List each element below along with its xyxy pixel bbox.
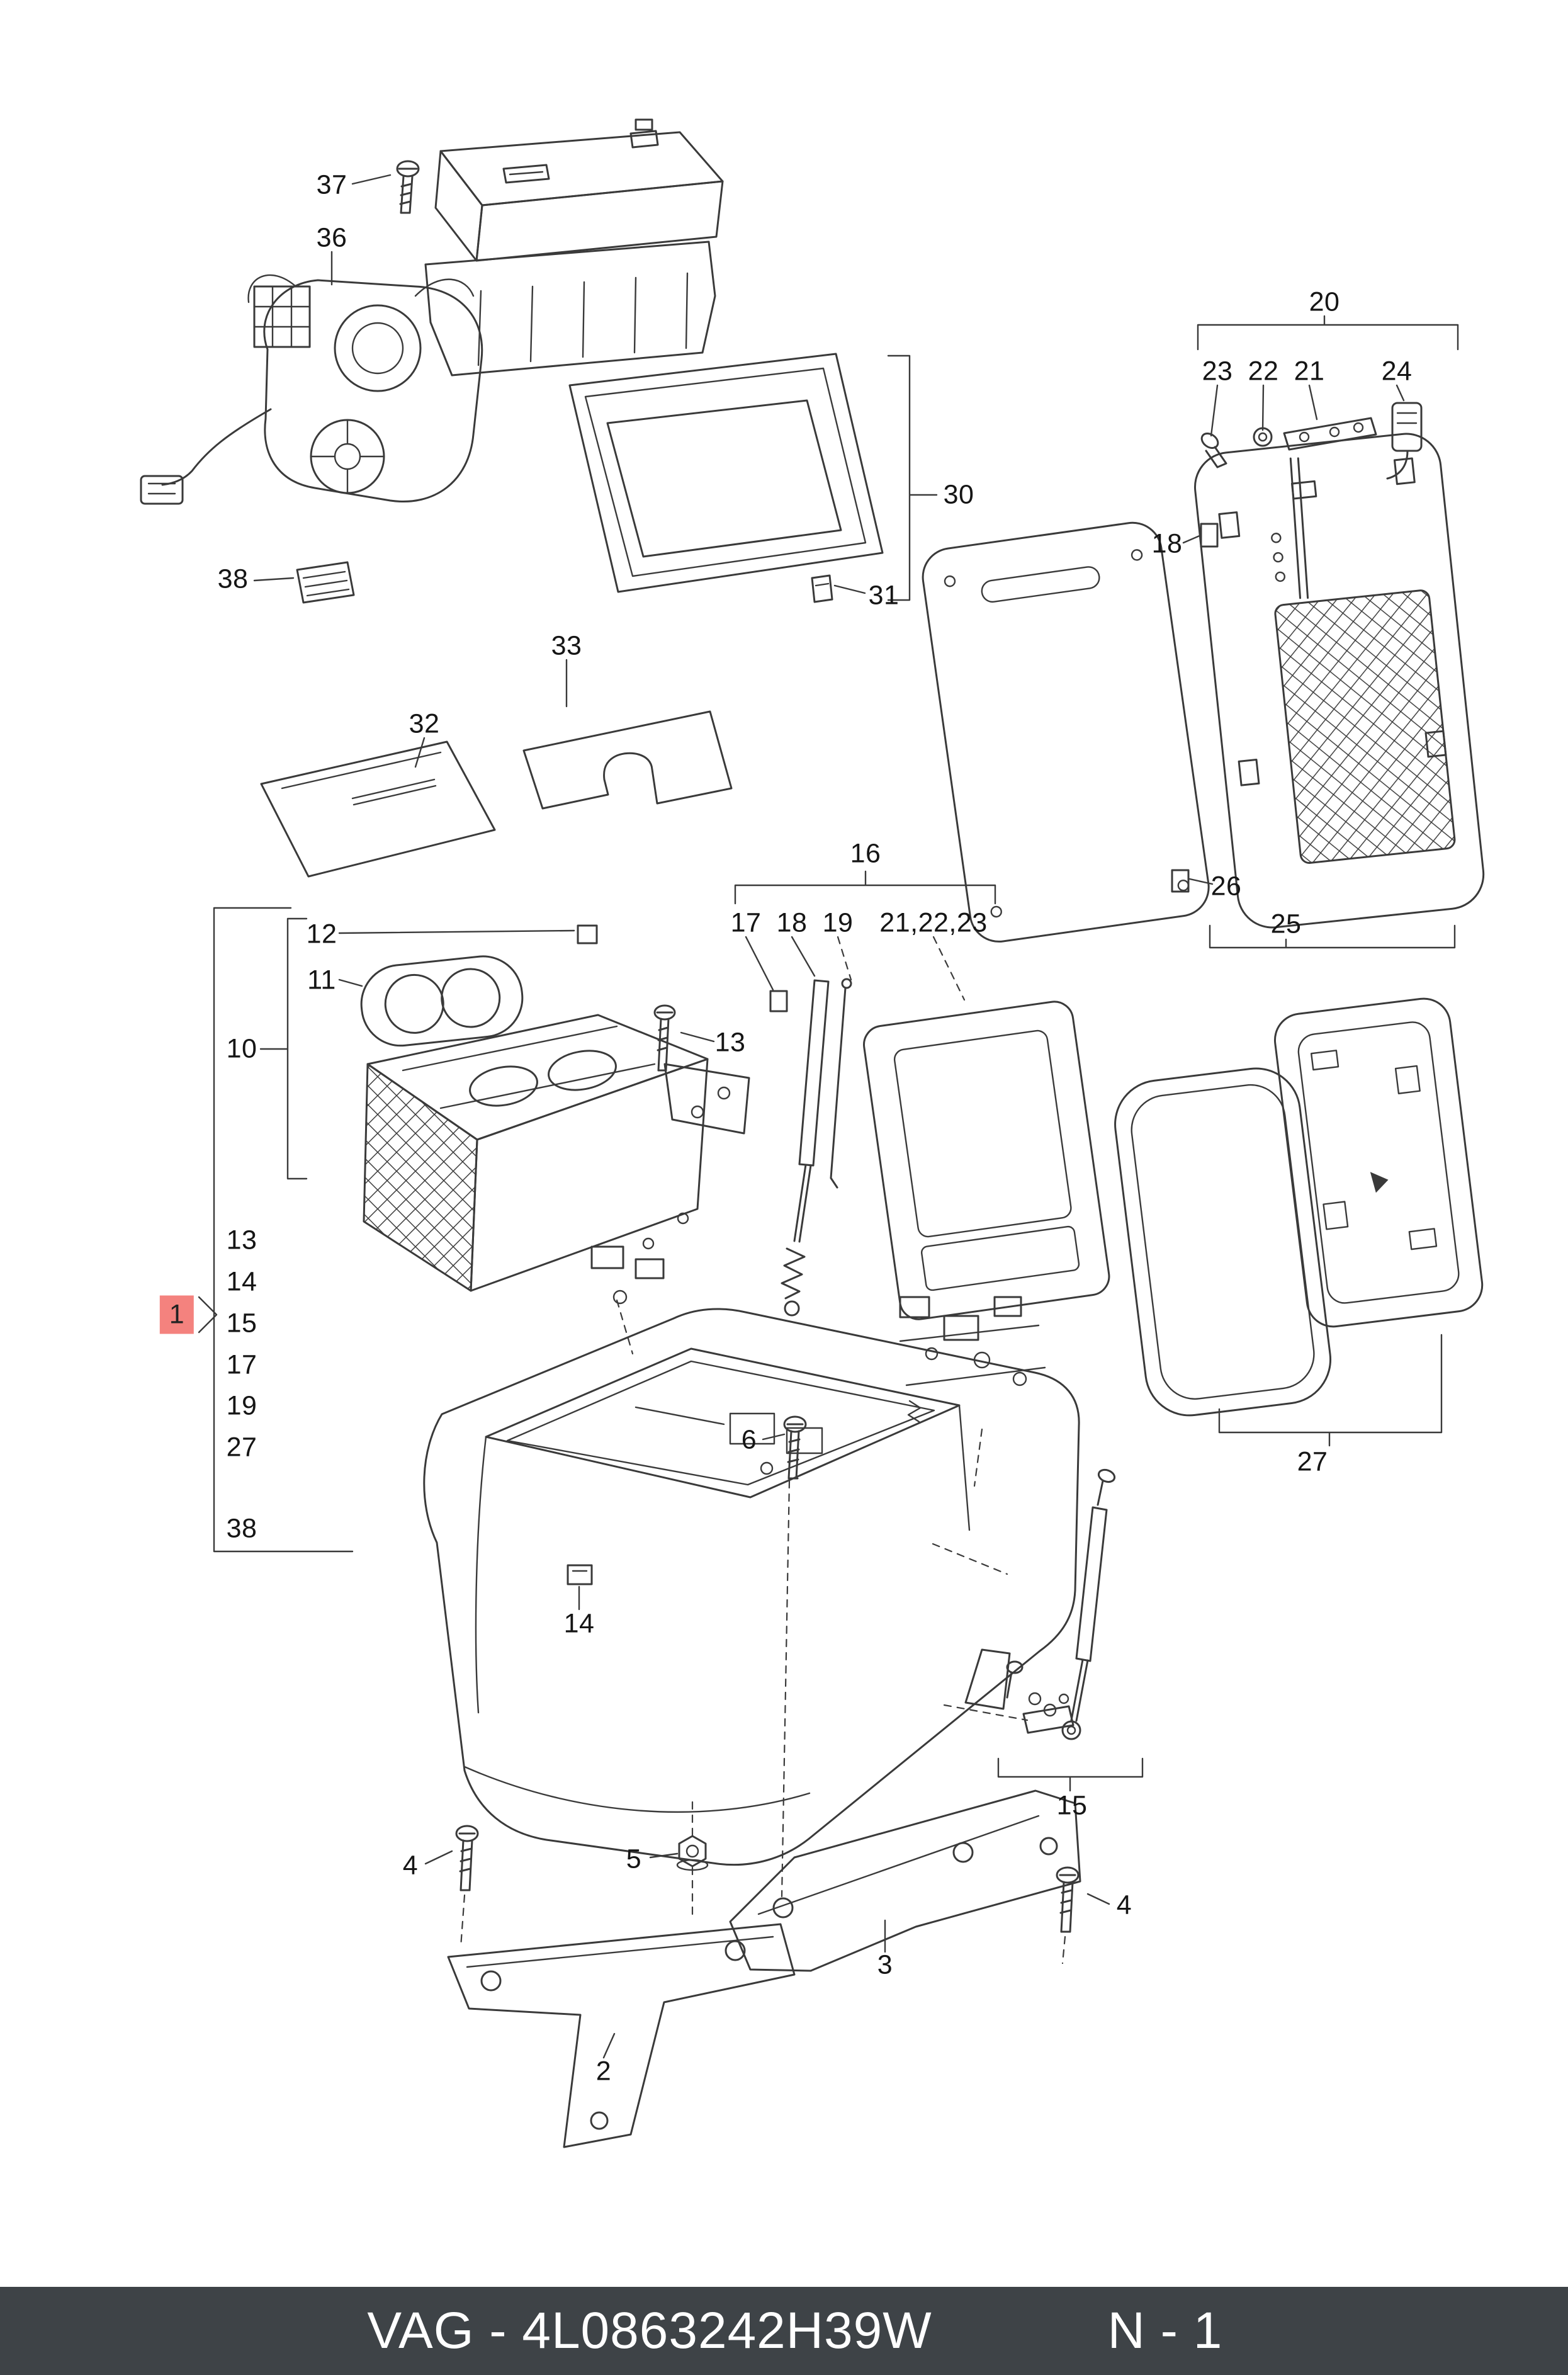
part-clip-14 [567, 1564, 593, 1585]
part-clip-31 [811, 574, 833, 603]
callout-21-22-23: 21,22,23 [879, 907, 988, 938]
callout-19: 19 [226, 1390, 257, 1421]
part-cover-38 [296, 561, 355, 604]
callout-30: 30 [943, 479, 974, 510]
callout-1-highlight: 1 [159, 1295, 195, 1334]
part-screw-13 [653, 1004, 676, 1072]
callout-38: 38 [226, 1513, 257, 1544]
callout-5: 5 [626, 1844, 642, 1874]
callout-37: 37 [316, 169, 347, 200]
callout-20: 20 [1309, 286, 1340, 317]
callout-25: 25 [1270, 909, 1302, 939]
callout-12: 12 [306, 919, 337, 949]
callout-15: 15 [226, 1308, 257, 1339]
callout-4: 4 [1116, 1890, 1132, 1920]
callout-3: 3 [877, 1949, 893, 1980]
callout-13: 13 [226, 1225, 257, 1256]
part-clip-12 [577, 924, 598, 944]
callout-18: 18 [1151, 528, 1183, 559]
part-screw-37 [396, 160, 420, 214]
part-backrest-frame-20 [1193, 433, 1485, 929]
callout-13: 13 [714, 1027, 746, 1058]
part-connector-24 [1386, 402, 1423, 480]
page-number: N - 1 [1107, 2302, 1223, 2359]
callout-33: 33 [551, 630, 582, 661]
part-cupholder-assembly [363, 1014, 750, 1305]
callout-38: 38 [217, 564, 249, 594]
callout-16: 16 [850, 838, 881, 869]
part-armrest-frame [863, 1000, 1110, 1423]
callout-24: 24 [1381, 356, 1413, 387]
catalog-code: VAG - 4L0863242H39W [367, 2302, 932, 2359]
callout-10: 10 [226, 1033, 257, 1064]
callout-27: 27 [226, 1432, 257, 1463]
callout-17: 17 [226, 1349, 257, 1380]
callout-15: 15 [1056, 1790, 1088, 1821]
callout-22: 22 [1248, 356, 1279, 387]
callout-11: 11 [307, 965, 336, 995]
hidden-lines [460, 936, 1066, 1964]
part-screw-6 [783, 1415, 807, 1480]
callout-2: 2 [595, 2056, 612, 2087]
part-screw-23 [1200, 433, 1227, 468]
callout-32: 32 [409, 708, 440, 739]
callout-14: 14 [563, 1608, 595, 1639]
part-armrest-lid-27 [1114, 997, 1484, 1417]
leader-lines [198, 174, 1459, 2059]
part-cupholder-insert-11 [360, 955, 524, 1047]
part-hinge-rail-21 [1283, 417, 1377, 451]
part-bolt-4-right [1056, 1866, 1080, 1933]
callout-6: 6 [741, 1424, 757, 1455]
callout-23: 23 [1202, 356, 1233, 387]
callout-36: 36 [316, 222, 347, 253]
part-tray-32 [260, 740, 496, 878]
callout-31: 31 [868, 580, 900, 611]
part-cooler-box [424, 118, 724, 377]
part-storage-bin-30 [568, 353, 884, 593]
part-bracket-plate-33 [522, 710, 733, 810]
part-base-bracket-3 [729, 1789, 1081, 1972]
part-base-bracket-2 [447, 1923, 796, 2148]
part-cooling-unit-36 [140, 274, 483, 505]
callout-19: 19 [822, 907, 854, 938]
callout-14: 14 [226, 1266, 257, 1297]
part-gas-strut-15 [1006, 1468, 1116, 1740]
callout-27: 27 [1297, 1446, 1328, 1477]
part-bolt-4-left [455, 1825, 479, 1891]
footer-bar: VAG - 4L0863242H39W N - 1 [0, 2287, 1568, 2375]
callout-26: 26 [1210, 871, 1242, 902]
callout-21: 21 [1294, 356, 1325, 387]
part-clip-26 [1171, 869, 1190, 893]
part-console-body [423, 1308, 1080, 1866]
callout-4: 4 [402, 1850, 419, 1881]
callout-17: 17 [730, 907, 762, 938]
part-gas-strut-16 [769, 978, 852, 1317]
callout-18: 18 [776, 907, 808, 938]
part-rear-panel [922, 521, 1210, 943]
